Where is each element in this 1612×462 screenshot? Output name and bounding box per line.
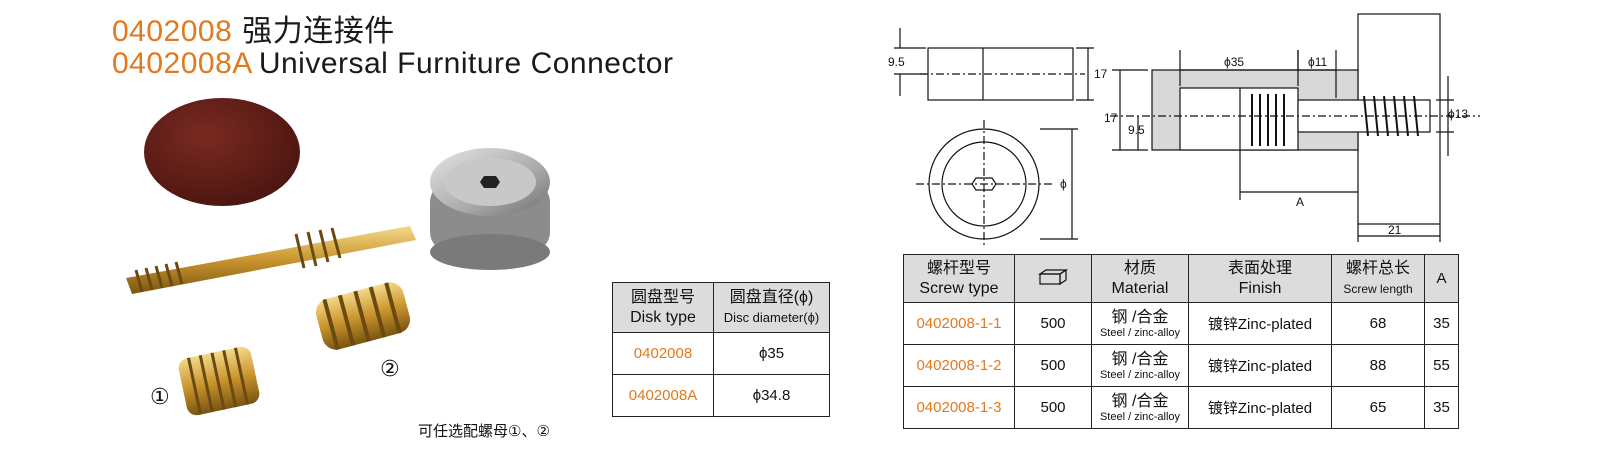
disk-table: 圆盘型号 Disk type 圆盘直径(ϕ) Disc diameter(ϕ) … [612, 282, 830, 417]
length-cell: 65 [1331, 386, 1425, 429]
dim-21: 21 [1388, 223, 1402, 237]
box-icon [1038, 268, 1068, 285]
dim-phi: ϕ [1060, 177, 1067, 191]
a-cell: 35 [1424, 386, 1459, 429]
finish-cell: 镀锌Zinc-plated [1188, 302, 1332, 345]
finish-cell: 镀锌Zinc-plated [1188, 386, 1332, 429]
dim-17-side: 17 [1104, 111, 1118, 125]
screw-type-cell: 0402008-1-1 [903, 302, 1015, 345]
disk-type-cell: 0402008A [612, 374, 714, 417]
title-line-1: 0402008 强力连接件 [112, 16, 395, 48]
disk-type-header: 圆盘型号 Disk type [612, 282, 714, 333]
product-name-cn: 强力连接件 [242, 15, 395, 48]
qty-cell: 500 [1014, 386, 1092, 429]
finish-header: 表面处理 Finish [1188, 254, 1332, 303]
screw-type-cell: 0402008-1-3 [903, 386, 1015, 429]
nut-1-label: ① [150, 384, 170, 409]
table-row: 0402008A ϕ34.8 [612, 374, 830, 417]
nut-1-icon [178, 346, 260, 416]
disk-diameter-cell: ϕ34.8 [713, 374, 830, 417]
a-header: A [1424, 254, 1459, 303]
dim-a: A [1296, 195, 1304, 209]
table-row: 0402008 ϕ35 [612, 332, 830, 375]
nut-2-label: ② [380, 356, 400, 381]
screw-type-cell: 0402008-1-2 [903, 344, 1015, 387]
screw-type-header: 螺杆型号 Screw type [903, 254, 1015, 303]
disk-diameter-cell: ϕ35 [713, 332, 830, 375]
optional-nut-note: 可任选配螺母①、② [418, 423, 550, 440]
dim-17-top: 17 [1094, 67, 1108, 81]
screw-table: 螺杆型号 Screw type 材质 Material 表面处理 Finish … [903, 254, 1459, 429]
dim-phi11: ϕ11 [1308, 55, 1328, 69]
disk-diameter-header: 圆盘直径(ϕ) Disc diameter(ϕ) [713, 282, 830, 333]
dim-9-5-side: 9.5 [1128, 123, 1145, 137]
box-icon-header [1014, 254, 1092, 303]
dim-9-5-top: 9.5 [888, 55, 905, 69]
length-cell: 88 [1331, 344, 1425, 387]
product-photo [126, 98, 550, 416]
product-name-en: Universal Furniture Connector [258, 47, 674, 80]
a-cell: 55 [1424, 344, 1459, 387]
nut-2-icon [315, 282, 411, 351]
technical-drawing: 9.5 17 ϕ ϕ35 ϕ11 ϕ13 17 9.5 A 21 [888, 13, 1480, 245]
qty-cell: 500 [1014, 302, 1092, 345]
dim-phi35: ϕ35 [1224, 55, 1244, 69]
dim-phi13: ϕ13 [1448, 107, 1468, 121]
product-code-2: 0402008A [112, 47, 253, 80]
qty-cell: 500 [1014, 344, 1092, 387]
a-cell: 35 [1424, 302, 1459, 345]
disc-in-board [1179, 87, 1299, 151]
steel-disc-icon [430, 148, 550, 270]
length-cell: 68 [1331, 302, 1425, 345]
finish-cell: 镀锌Zinc-plated [1188, 344, 1332, 387]
disk-type-cell: 0402008 [612, 332, 714, 375]
screw-rod-icon [126, 226, 416, 294]
length-header: 螺杆总长 Screw length [1331, 254, 1425, 303]
product-code-1: 0402008 [112, 15, 233, 48]
cover-cap-icon [144, 98, 300, 206]
material-header: 材质 Material [1091, 254, 1189, 303]
